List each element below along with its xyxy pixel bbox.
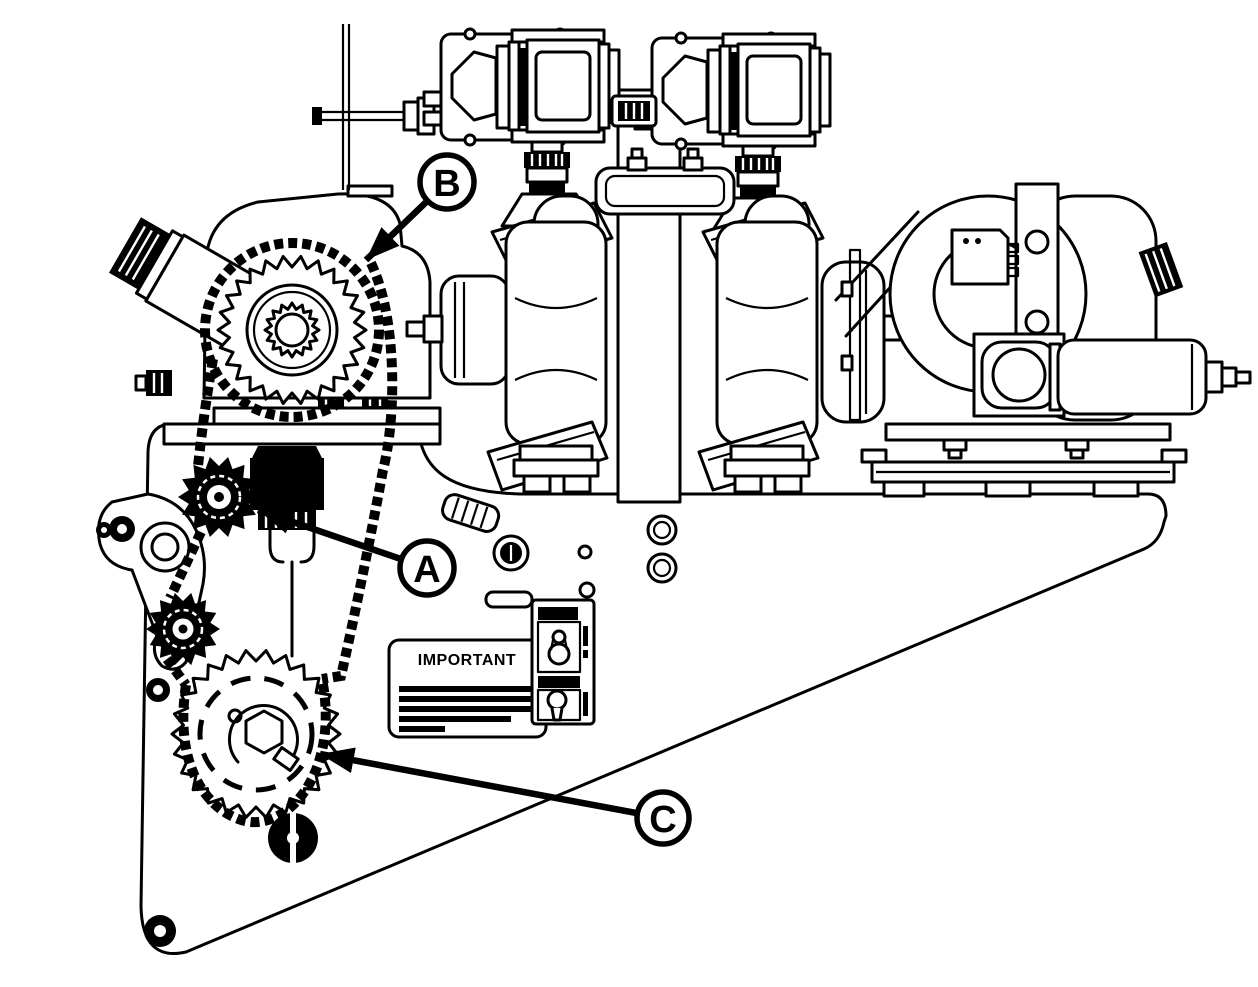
callout-b-letter: B [433,163,460,205]
drive-chain [162,238,398,828]
callout-c-letter: C [649,799,676,841]
blower-motor [1048,338,1252,416]
oil-can-icon [546,689,568,722]
important-label-body-text [399,686,538,732]
blower-assembly [834,182,1252,498]
pitch-circle-dashed [197,675,315,793]
leader-arrow-a [256,506,429,572]
knurled-knob [1138,241,1184,298]
driven-sprocket-top [216,255,368,405]
hex-nipple-fitting [610,94,658,128]
drive-sprocket-bottom [170,649,342,819]
leader-arrow-c [319,747,664,822]
column-mount-bracket [594,147,736,216]
ratchet-clamp [227,704,299,764]
center-column [616,88,682,504]
vertical-tube [341,24,351,190]
callout-a-letter: A [413,549,440,591]
pump-left [405,194,614,494]
important-label-title: IMPORTANT [418,652,516,669]
sensor-box [950,228,1020,286]
lubrication-decal [530,598,596,726]
pump-right [697,194,915,494]
important-label: IMPORTANT [387,638,548,739]
grease-fitting-icon [547,629,571,666]
hose-stub [441,493,501,533]
decal-title-bar-2 [538,676,580,688]
callout-c: C [634,789,692,847]
hex-nut [244,709,284,755]
control-rod [312,96,438,136]
callout-a: A [397,538,457,598]
blower-base [860,422,1188,498]
idler-sprocket [146,592,220,666]
decal-title-bar [538,607,578,620]
jackshaft-sprocket [178,457,260,537]
callout-b: B [417,152,477,212]
frame-plate-holes [144,514,678,947]
